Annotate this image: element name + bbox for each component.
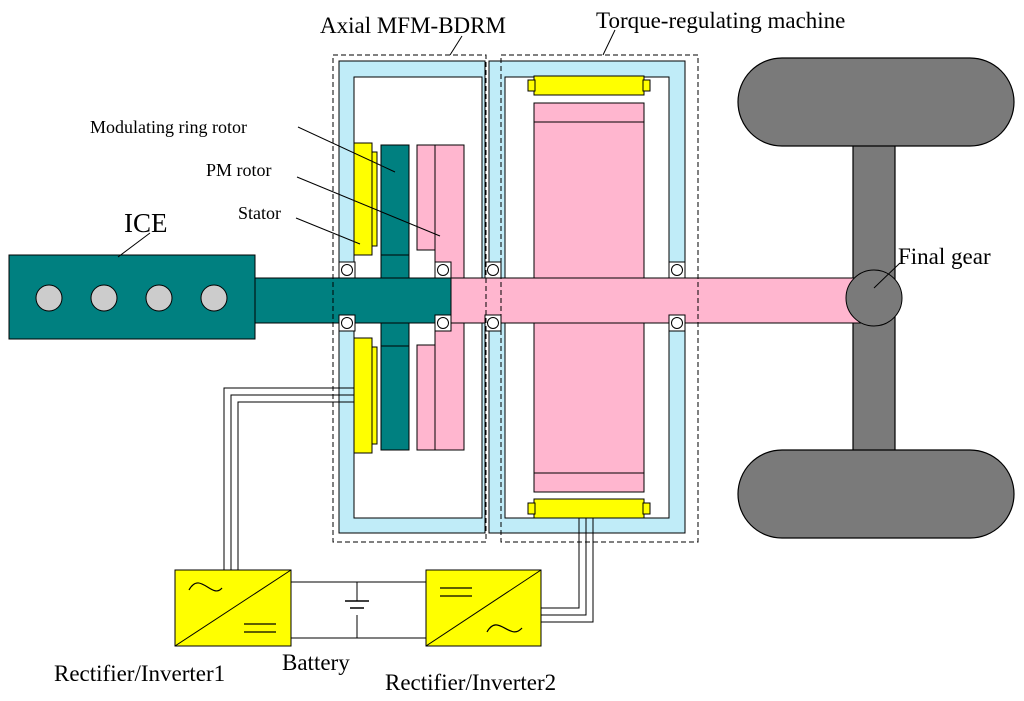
converter2-label: Rectifier/Inverter2 [385,670,556,695]
rectifier-inverter1 [174,569,292,647]
stator-label: Stator [238,203,281,223]
cylinder-icon [145,284,173,312]
mfm-stator [353,142,378,454]
torque-machine-dashed-box [500,54,699,543]
converter1-label: Rectifier/Inverter1 [54,661,225,686]
bottom-wheel [737,449,1015,539]
ice-engine [8,254,256,340]
final-gear-label: Final gear [898,244,991,269]
pm-rotor-label: PM rotor [206,160,272,180]
rectifier-inverter2 [425,569,542,647]
modulating-ring-rotor [380,144,410,451]
wiring-converter1 [223,387,354,570]
ac-wave-icon [188,582,223,592]
cylinder-icon [35,284,63,312]
mfm-bdrm-label: Axial MFM-BDRM [320,13,506,38]
pm-rotor [416,144,465,451]
top-wheel [737,57,1015,147]
output-shaft [450,277,872,324]
battery-label: Battery [282,650,350,675]
ac-wave-icon [486,624,523,633]
wheel-axle-assembly [737,57,1015,539]
torque-machine-stator [527,75,651,519]
torque-machine-rotor [533,102,645,493]
modulating-ring-rotor-label: Modulating ring rotor [90,117,247,137]
ice-label: ICE [124,208,168,238]
leader-lines [117,29,901,289]
final-gear [845,269,903,327]
mfm-bdrm-dashed-box [332,54,487,543]
torque-machine-label: Torque-regulating machine [596,8,845,33]
cylinder-icon [90,284,118,312]
dc-bus [291,581,426,639]
wiring-converter2 [541,518,594,623]
bearings [338,261,686,332]
battery-icon [345,600,369,609]
cylinder-icon [200,284,228,312]
